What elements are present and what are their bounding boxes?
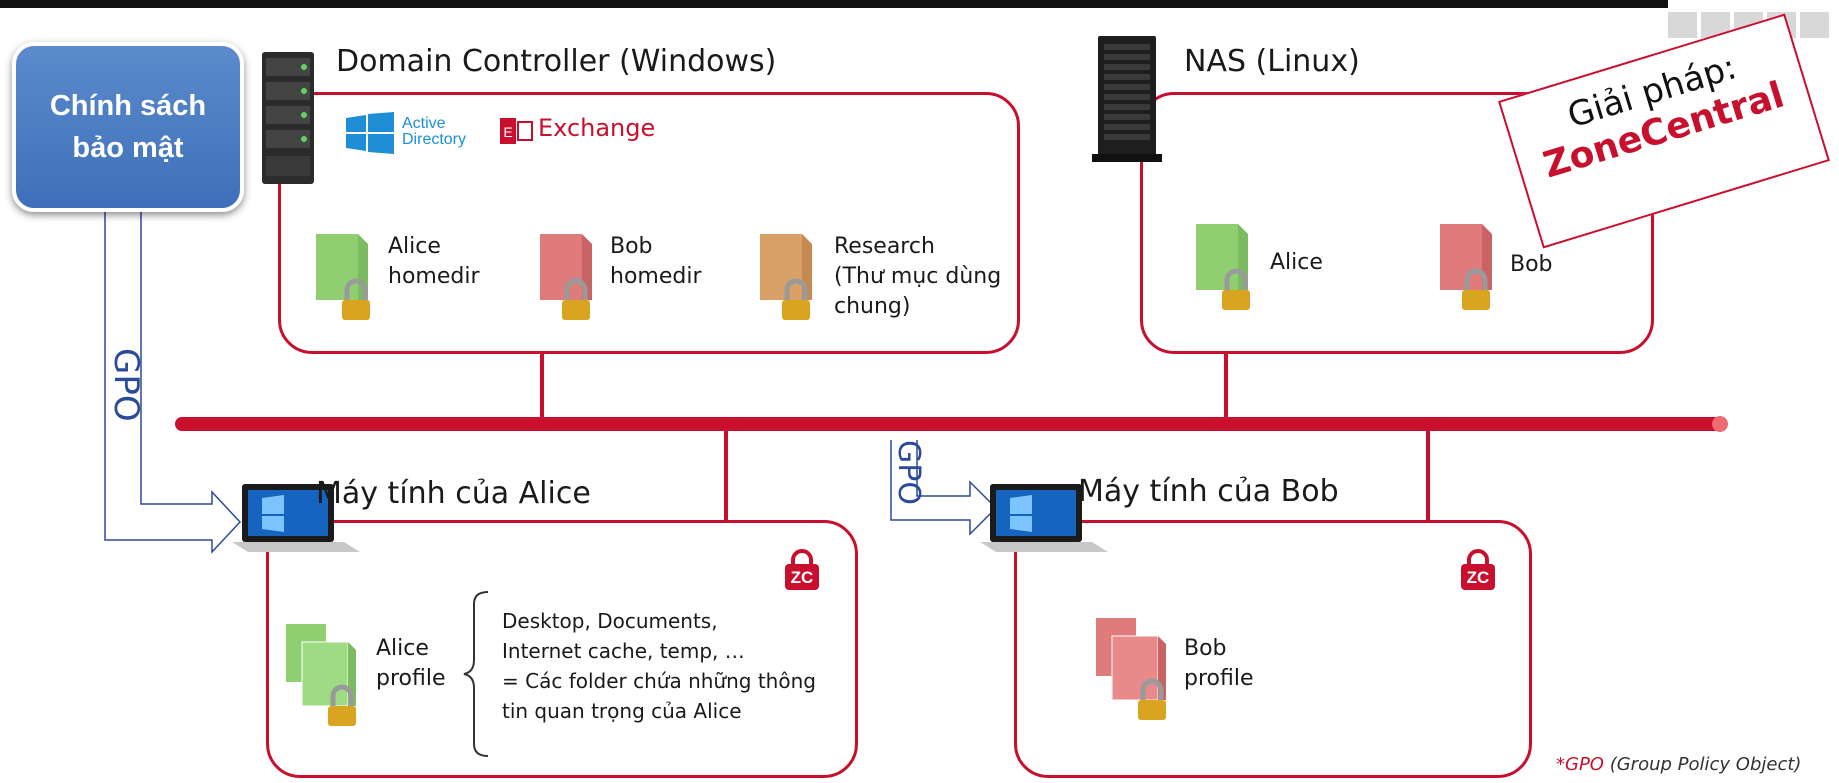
dc-folder-research-line1: Research: [834, 234, 935, 259]
nas-folder-bob-label: Bob: [1510, 252, 1553, 277]
gpo-footnote: *GPO (Group Policy Object): [1556, 754, 1801, 775]
top-bar: [0, 0, 1668, 8]
server-tower-icon: [262, 52, 314, 184]
alice-note-line4: tin quan trọng của Alice: [502, 699, 742, 723]
zonecentral-badge-icon: ZC: [1461, 549, 1495, 590]
curly-brace: [463, 591, 489, 757]
dc-folder-bob-label: Bob homedir: [610, 232, 702, 292]
network-bus-end: [1712, 416, 1728, 432]
svg-text:E: E: [503, 124, 512, 140]
ad-line2: Directory: [402, 131, 467, 148]
nas-folder-alice-label: Alice: [1270, 250, 1323, 275]
dc-folder-research-label: Research (Thư mục dùng chung): [834, 232, 1001, 322]
bob-computer-title: Máy tính của Bob: [1078, 474, 1339, 509]
dc-folder-research-line2: (Thư mục dùng: [834, 264, 1002, 289]
folder-lock-icon: [316, 234, 370, 320]
folder-lock-icon: [1196, 224, 1250, 310]
policy-line2: bảo mật: [72, 132, 184, 164]
profile-folders-lock-icon: [286, 624, 356, 726]
dc-folder-alice-line1: Alice: [388, 234, 441, 259]
alice-computer-panel: [266, 520, 858, 778]
alice-profile-note: Desktop, Documents, Internet cache, temp…: [502, 606, 816, 726]
dc-folder-alice-line2: homedir: [388, 264, 480, 289]
policy-line1: Chính sách: [49, 90, 207, 122]
nas-title: NAS (Linux): [1184, 44, 1360, 79]
gpo-label-bob: GPO: [891, 440, 926, 505]
dc-folder-bob-line1: Bob: [610, 234, 653, 259]
exchange-label: Exchange: [538, 114, 656, 142]
bob-computer-panel: [1014, 520, 1532, 778]
bob-profile-line1: Bob: [1184, 636, 1227, 661]
folder-lock-icon: [540, 234, 592, 320]
active-directory-label: Active Directory: [402, 116, 466, 148]
zc-badge-text: ZC: [791, 568, 814, 587]
gpo-label-left: GPO: [106, 348, 146, 422]
bob-profile-line2: profile: [1184, 666, 1254, 691]
gpo-arrow-outer: [104, 212, 242, 554]
alice-computer-title: Máy tính của Alice: [316, 476, 591, 511]
laptop-icon: [232, 484, 360, 552]
dc-folder-bob-line2: homedir: [610, 264, 702, 289]
security-policy-box: Chính sách bảo mật: [12, 42, 244, 212]
alice-profile-line1: Alice: [376, 636, 429, 661]
alice-note-line2: Internet cache, temp, …: [502, 639, 745, 663]
windows-logo-icon: [346, 112, 394, 154]
zc-badge-text: ZC: [1467, 568, 1490, 587]
laptop-icon: [980, 484, 1108, 552]
dc-folder-research-line3: chung): [834, 294, 911, 319]
alice-note-line3: = Các folder chứa những thông: [502, 669, 816, 693]
alice-profile-line2: profile: [376, 666, 446, 691]
corner-tiles: [1668, 12, 1829, 38]
nas-rack-icon: [1092, 36, 1162, 162]
alice-note-line1: Desktop, Documents,: [502, 609, 718, 633]
folder-lock-icon: [760, 234, 812, 320]
footnote-text: (Group Policy Object): [1603, 754, 1802, 775]
alice-profile-label: Alice profile: [376, 634, 446, 694]
folder-lock-icon: [1440, 224, 1492, 310]
exchange-logo-icon: E: [500, 118, 533, 144]
footnote-marker: *GPO: [1556, 754, 1604, 775]
domain-controller-panel: [278, 92, 1020, 354]
ad-line1: Active: [402, 115, 446, 132]
dc-folder-alice-label: Alice homedir: [388, 232, 480, 292]
dc-title: Domain Controller (Windows): [336, 44, 777, 79]
bob-profile-label: Bob profile: [1184, 634, 1254, 694]
profile-folders-lock-icon: [1096, 618, 1166, 720]
zonecentral-badge-icon: ZC: [785, 549, 819, 590]
